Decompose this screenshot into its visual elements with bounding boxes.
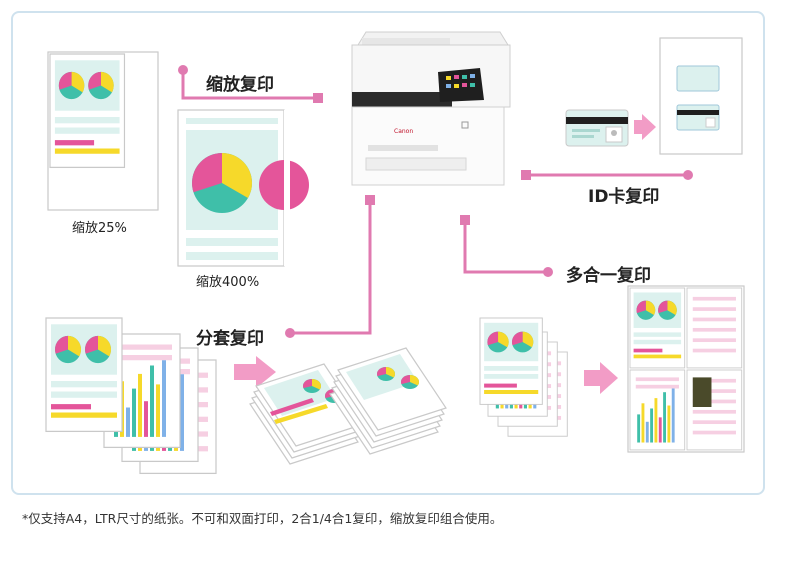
id-connector-dot — [683, 170, 693, 180]
zoom-25-label: 缩放25% — [72, 221, 127, 236]
nup-connector-square — [460, 215, 470, 225]
sort-copy-label: 分套复印 — [196, 329, 264, 349]
nup-connector-dot — [543, 267, 553, 277]
zoom-400-document — [177, 109, 309, 267]
zoom-25-document — [50, 54, 124, 167]
zoom-connector-dot — [178, 65, 188, 75]
id-arrow — [634, 114, 656, 140]
nup-source-stack — [480, 318, 568, 437]
sort-arrow — [234, 356, 276, 388]
printer-illustration — [351, 31, 511, 186]
nup-copy-label: 多合一复印 — [566, 266, 651, 286]
sort-output-set-2 — [329, 347, 447, 455]
id-card-illustration — [565, 109, 629, 147]
sort-connector-line — [290, 200, 372, 335]
sort-connector-square — [365, 195, 375, 205]
sort-source-stack — [46, 318, 217, 475]
sort-connector-dot — [285, 328, 295, 338]
printer-brand-logo: Canon — [394, 128, 413, 135]
zoom-copy-label: 缩放复印 — [206, 75, 274, 95]
id-copy-label: ID卡复印 — [588, 187, 660, 207]
nup-arrow — [584, 362, 618, 394]
zoom-400-label: 缩放400% — [196, 275, 260, 290]
zoom-connector-square — [313, 93, 323, 103]
sort-output-set-1 — [249, 363, 365, 465]
zoom-connector-line — [181, 70, 318, 100]
nup-result-page — [627, 285, 745, 453]
id-copy-result — [659, 37, 743, 155]
id-connector-square — [521, 170, 531, 180]
footnote: *仅支持A4，LTR尺寸的纸张。不可和双面打印，2合1/4合1复印，缩放复印组合… — [22, 511, 503, 526]
nup-connector-line — [463, 220, 548, 274]
